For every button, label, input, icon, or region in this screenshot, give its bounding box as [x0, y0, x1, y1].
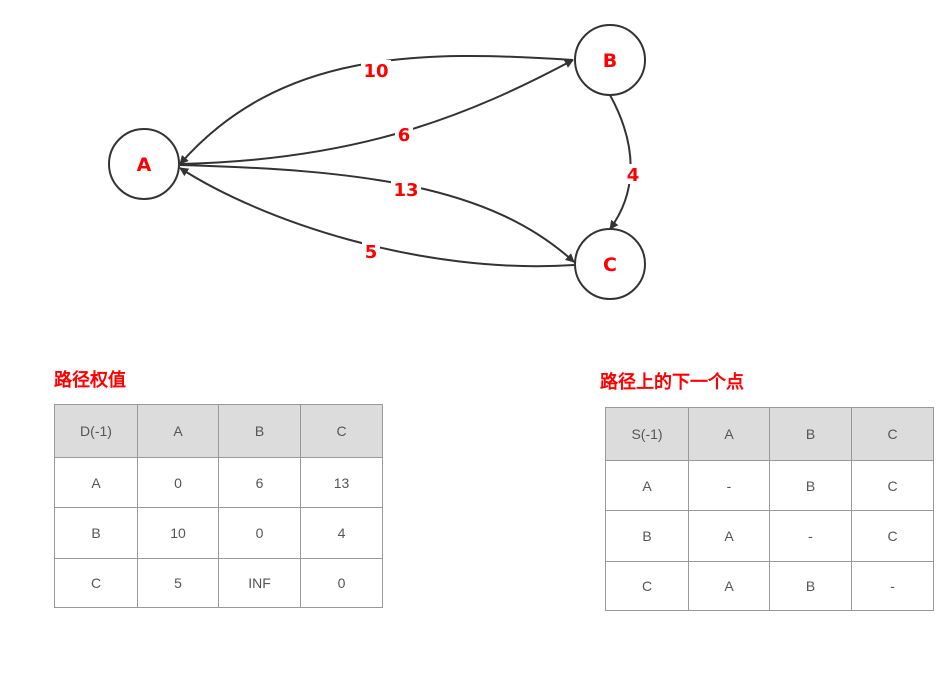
header-cell: S(-1): [605, 407, 689, 461]
node-c-label: C: [603, 254, 617, 276]
edge-weight-a-to-c: 5: [365, 242, 378, 263]
table-cell: B: [54, 507, 138, 559]
table-cell: -: [769, 510, 852, 562]
header-cell: B: [218, 404, 301, 458]
table-cell: 4: [300, 507, 383, 559]
table-cell: C: [54, 558, 138, 608]
distance-table-title: 路径权值: [54, 370, 126, 391]
node-a: A: [108, 128, 180, 200]
table-cell: 0: [218, 507, 301, 559]
table-row: A - B C: [605, 460, 934, 511]
table-cell: 10: [137, 507, 219, 559]
table-cell: C: [851, 460, 934, 511]
table-header-row: S(-1) A B C: [605, 407, 934, 461]
table-cell: A: [605, 460, 689, 511]
header-cell: C: [300, 404, 383, 458]
table-cell: B: [769, 460, 852, 511]
table-cell: B: [769, 561, 852, 611]
edge-weight-b-to-a: 10: [363, 61, 388, 82]
header-cell: A: [688, 407, 770, 461]
table-header-row: D(-1) A B C: [54, 404, 383, 458]
table-row: C A B -: [605, 561, 934, 611]
table-cell: 0: [300, 558, 383, 608]
table-cell: 0: [137, 457, 219, 508]
successor-table-title: 路径上的下一个点: [600, 372, 744, 393]
table-cell: A: [688, 510, 770, 562]
node-b: B: [574, 24, 646, 96]
edge-weight-a-to-b: 6: [398, 125, 411, 146]
table-cell: INF: [218, 558, 301, 608]
table-row: C 5 INF 0: [54, 558, 383, 608]
table-cell: B: [605, 510, 689, 562]
table-cell: -: [688, 460, 770, 511]
table-cell: A: [54, 457, 138, 508]
node-b-label: B: [603, 50, 617, 72]
edge-b-to-c: [609, 94, 632, 230]
table-cell: C: [605, 561, 689, 611]
table-cell: C: [851, 510, 934, 562]
successor-table: S(-1) A B C A - B C B A - C C A B -: [605, 407, 934, 611]
header-cell: B: [769, 407, 852, 461]
edge-b-to-a: [179, 54, 574, 165]
node-c: C: [574, 228, 646, 300]
table-cell: 6: [218, 457, 301, 508]
header-cell: C: [851, 407, 934, 461]
edge-weight-b-to-c: 4: [627, 165, 640, 186]
distance-table: D(-1) A B C A 0 6 13 B 10 0 4 C 5 INF 0: [54, 404, 383, 608]
table-row: A 0 6 13: [54, 457, 383, 508]
header-cell: A: [137, 404, 219, 458]
table-row: B A - C: [605, 510, 934, 562]
table-cell: -: [851, 561, 934, 611]
node-a-label: A: [137, 154, 152, 176]
table-row: B 10 0 4: [54, 507, 383, 559]
edge-weight-c-to-a: 13: [393, 180, 418, 201]
header-cell: D(-1): [54, 404, 138, 458]
table-cell: 13: [300, 457, 383, 508]
edge-c-to-a: [179, 167, 575, 268]
table-cell: 5: [137, 558, 219, 608]
table-cell: A: [688, 561, 770, 611]
graph-diagram: 10 6 4 13 5 A B C: [108, 24, 646, 300]
